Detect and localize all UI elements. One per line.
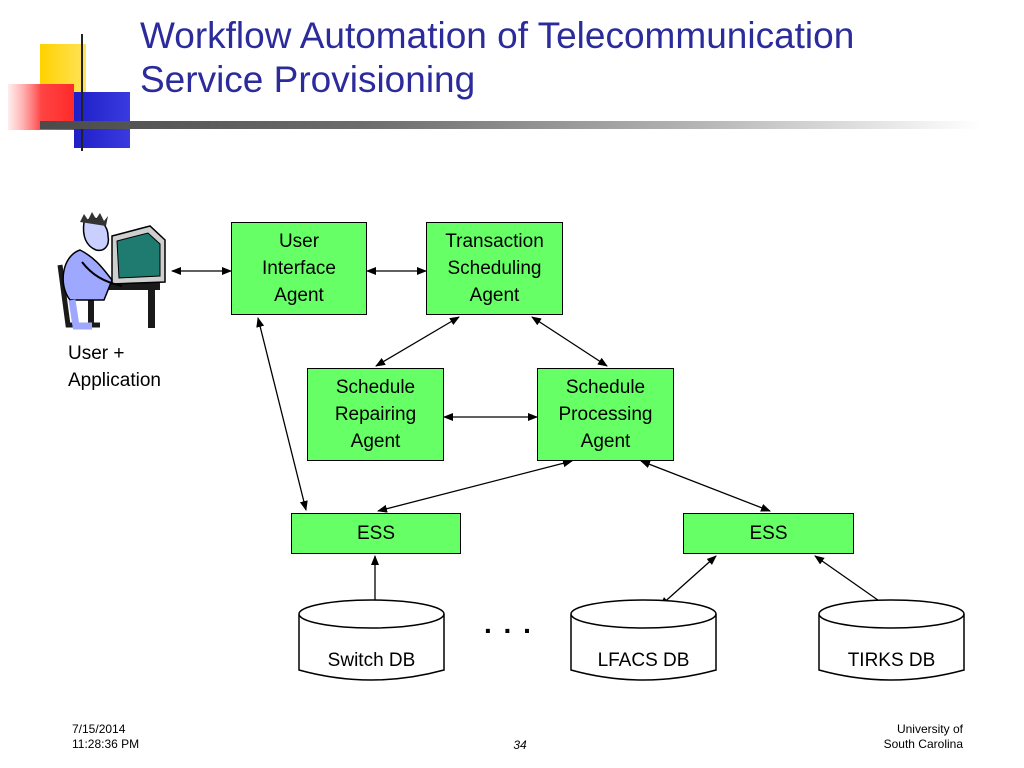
sra-line-2: Repairing (334, 404, 417, 425)
footer-org-line-1: University of (896, 722, 963, 736)
ess-right-box: ESS (683, 513, 854, 554)
transaction-scheduling-agent-box: Transaction Scheduling Agent (426, 222, 563, 315)
page-title: Workflow Automation of Telecommunication… (140, 14, 1000, 102)
ui-agent-line-1: User (278, 231, 320, 252)
arrow-tsa-spa (531, 316, 608, 367)
sra-line-1: Schedule (335, 377, 416, 398)
spa-line-3: Agent (580, 431, 631, 452)
user-caption-line-2: Application (68, 370, 161, 391)
footer-date: 7/15/2014 (72, 722, 126, 736)
ess-right-label: ESS (749, 523, 788, 544)
spa-line-1: Schedule (565, 377, 646, 398)
ui-agent-line-3: Agent (274, 285, 324, 306)
ui-agent-line-2: Interface (262, 258, 336, 279)
user-application-caption: User + Application (68, 340, 161, 394)
database-lfacs-cylinder (570, 599, 717, 681)
arrow-ui-ess-left (256, 317, 308, 511)
footer-org-line-2: South Carolina (883, 737, 963, 751)
arrow-tsa-sra (375, 316, 460, 367)
footer-organization: University of South Carolina (884, 722, 963, 752)
title-divider (40, 121, 980, 129)
page-number: 34 (513, 738, 527, 752)
tirks-db-label: TIRKS DB (847, 650, 936, 671)
arrow-spa-ess-left (377, 459, 573, 513)
ellipsis-more-databases: . . . (484, 608, 533, 639)
title-line-2: Service Provisioning (140, 59, 476, 100)
sra-line-3: Agent (350, 431, 401, 452)
title-line-1: Workflow Automation of Telecommunication (140, 15, 855, 56)
tsa-line-2: Scheduling (447, 258, 542, 279)
spa-line-2: Processing (558, 404, 653, 425)
schedule-processing-agent-box: Schedule Processing Agent (537, 368, 674, 461)
arrow-spa-ess-right (640, 460, 771, 512)
switch-db-label: Switch DB (327, 650, 416, 671)
footer-time: 11:28:36 PM (72, 737, 140, 751)
user-caption-line-1: User + (68, 343, 125, 364)
schedule-repairing-agent-box: Schedule Repairing Agent (307, 368, 444, 461)
lfacs-db-label: LFACS DB (597, 650, 690, 671)
database-switch-cylinder (298, 599, 445, 681)
user-at-computer-icon (57, 212, 166, 330)
database-tirks-cylinder (818, 599, 965, 681)
ess-left-label: ESS (356, 523, 396, 544)
arrow-ess-right-lfacs (659, 555, 717, 607)
ess-left-box: ESS (291, 513, 461, 554)
user-interface-agent-box: User Interface Agent (231, 222, 367, 315)
tsa-line-3: Agent (469, 285, 520, 306)
footer-datetime: 7/15/2014 11:28:36 PM (72, 722, 139, 752)
tsa-line-1: Transaction (445, 231, 544, 252)
